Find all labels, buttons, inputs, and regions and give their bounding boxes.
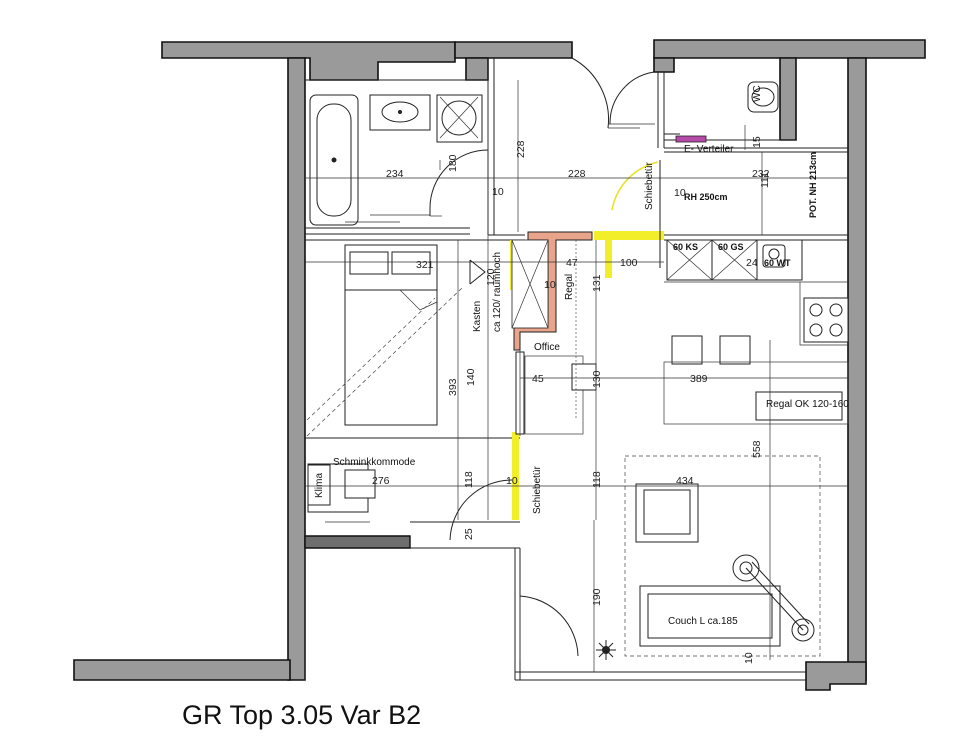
- schminkkommode-label: Schminkkommode: [333, 457, 416, 468]
- wardrobe-partition: [511, 231, 593, 351]
- dim-10-b: 10: [674, 187, 686, 199]
- wall-top-right: [653, 39, 926, 59]
- dim-276: 276: [372, 475, 390, 487]
- gs-label: 60 GS: [718, 242, 744, 252]
- e-verteiler-box: [675, 135, 707, 143]
- bathroom: [309, 94, 483, 226]
- labels: E- Verteiler Schiebetür RH 250cm POT. NH…: [314, 144, 849, 627]
- wc-label: WC: [752, 85, 763, 102]
- blanket: [344, 289, 438, 426]
- floor-plan: WC: [73, 39, 926, 691]
- bathroom-door: [429, 149, 489, 216]
- schiebetuer-top-label: Schiebetür: [644, 162, 655, 210]
- kasten-label: Kasten: [472, 301, 483, 332]
- dimension-lines: [305, 80, 848, 672]
- dim-228-vertical: 228: [515, 140, 527, 158]
- bedroom: [306, 244, 463, 523]
- stool-1: [671, 335, 703, 365]
- interior-walls: [304, 58, 848, 681]
- pillow-1: [349, 251, 389, 275]
- dim-130: 130: [591, 370, 603, 388]
- dim-25: 25: [463, 528, 475, 540]
- rh-label: RH 250cm: [684, 192, 728, 202]
- regal-ok-label: Regal OK 120-160: [766, 399, 849, 410]
- pillow-2: [391, 251, 431, 275]
- wall-bottom-left: [73, 659, 291, 681]
- klima: [307, 464, 331, 506]
- dim-120: 120: [485, 268, 497, 286]
- wall-door-right: [653, 57, 675, 73]
- dimension-numbers: 234 228 228 232 180 10 10 111 15 321 47 …: [372, 136, 771, 664]
- dim-321: 321: [416, 259, 434, 271]
- dim-111: 111: [759, 172, 771, 188]
- dim-47: 47: [566, 257, 578, 269]
- plant: [596, 640, 616, 660]
- dim-558: 558: [751, 440, 763, 458]
- klima-label: Klima: [314, 473, 325, 498]
- wall-top-left: [161, 41, 456, 81]
- ks-label: 60 KS: [673, 242, 698, 252]
- wall-left-outer: [287, 57, 306, 681]
- wall-niche-top: [465, 57, 489, 81]
- stool-2: [719, 335, 751, 365]
- sliding-door-mid: [512, 350, 525, 520]
- living-room: [596, 455, 821, 660]
- dim-232: 232: [752, 168, 770, 180]
- wall-wc-col: [779, 57, 797, 141]
- schiebetuer-mid-label: Schiebetür: [532, 466, 543, 514]
- dim-118-b: 118: [591, 471, 603, 488]
- dim-10-d: 10: [506, 475, 518, 487]
- wall-right-outer: [847, 57, 867, 681]
- kasten-marker: [469, 259, 486, 285]
- office: [524, 355, 597, 435]
- dim-10-a: 10: [492, 186, 504, 198]
- dim-393: 393: [447, 378, 459, 396]
- wall-balcony-left: [304, 535, 411, 549]
- kasten-sub-label: ca 120/ raumhoch: [492, 252, 503, 332]
- wc: WC: [744, 81, 779, 150]
- dim-140: 140: [465, 368, 477, 386]
- dim-389: 389: [690, 373, 708, 385]
- dim-180: 180: [447, 154, 459, 172]
- dim-10-e: 10: [743, 652, 755, 664]
- pot-label: POT. NH 213cm: [808, 152, 818, 218]
- dim-100: 100: [620, 257, 638, 269]
- balcony-doors: [449, 479, 579, 660]
- office-label: Office: [534, 342, 560, 353]
- island: [663, 361, 849, 425]
- dim-45: 45: [532, 373, 544, 385]
- couch-label: Couch L ca.185: [668, 616, 738, 627]
- e-verteiler-label: E- Verteiler: [684, 144, 734, 155]
- dim-118-a: 118: [463, 471, 475, 488]
- dim-434: 434: [676, 475, 694, 487]
- stove: [803, 297, 849, 343]
- stool-vanity: [344, 469, 376, 499]
- dim-228: 228: [568, 168, 586, 180]
- wall-bottom-right: [805, 661, 867, 691]
- dim-234: 234: [386, 168, 404, 180]
- plan-title: GR Top 3.05 Var B2: [182, 700, 422, 730]
- dim-131: 131: [591, 274, 603, 292]
- kitchen: [663, 239, 849, 425]
- exterior-walls: [73, 39, 926, 691]
- rug: [624, 455, 821, 657]
- wall-top-mid: [454, 41, 573, 59]
- dim-24: 24: [746, 257, 758, 269]
- wt-label: 60 WT: [764, 258, 791, 268]
- dim-10-c: 10: [544, 279, 556, 291]
- regal-label: Regal: [564, 274, 575, 300]
- dim-190: 190: [591, 588, 603, 606]
- dim-15: 15: [751, 136, 763, 148]
- entrance-door: [571, 57, 655, 129]
